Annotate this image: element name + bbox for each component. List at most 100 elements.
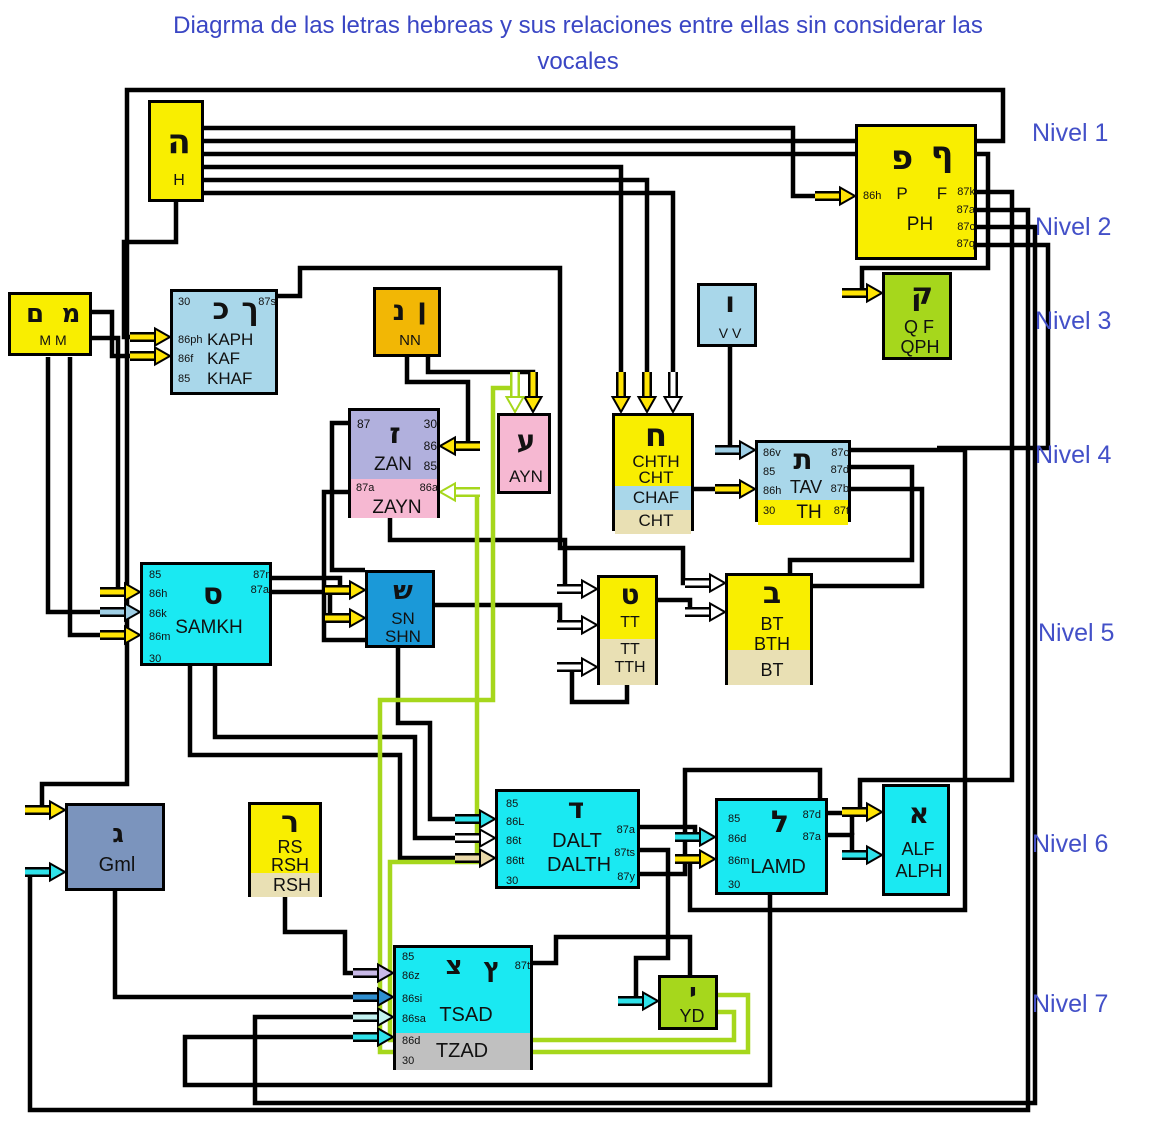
box-label: 86v — [763, 447, 781, 459]
level-label: Nivel 6 — [1032, 830, 1109, 858]
box-label: 86m — [149, 631, 171, 643]
hebrew-letter: ך — [241, 292, 259, 327]
arrow-head — [377, 1026, 396, 1048]
hebrew-letter: ו — [725, 286, 735, 319]
box-label: ALF — [901, 839, 935, 859]
box-label: 86h — [763, 485, 782, 497]
box-label: SAMKH — [175, 617, 243, 638]
hebrew-letter: ל — [770, 805, 790, 840]
box-section — [396, 1033, 530, 1070]
page-title: Diagrma de las letras hebreas y sus rela… — [0, 8, 1156, 80]
arrow-head — [866, 282, 885, 304]
connector — [329, 420, 365, 573]
connector — [533, 934, 693, 975]
arrow-head — [522, 396, 544, 415]
hebrew-letter: ר — [280, 805, 300, 840]
title-line-2: vocales — [537, 48, 619, 75]
connector — [727, 347, 740, 453]
box-label: LAMD — [750, 856, 806, 878]
box-label: CHTH — [632, 452, 680, 471]
hebrew-letter: כ — [212, 292, 230, 327]
box-label: KAF — [207, 349, 241, 368]
connector — [282, 897, 378, 976]
hebrew-letter: מ — [61, 299, 81, 329]
connector — [182, 895, 773, 1088]
arrow-head — [377, 962, 396, 984]
box-label: QPH — [900, 337, 940, 357]
box-label: 86h — [863, 190, 882, 202]
connector — [92, 335, 126, 595]
level-label: Nivel 7 — [1032, 990, 1109, 1018]
arrow-head — [839, 185, 858, 207]
box-label: Q F — [904, 317, 934, 337]
box-label: 86h — [149, 588, 168, 600]
box-label: RSH — [272, 875, 312, 895]
connector — [212, 666, 480, 841]
box-label: 30 — [149, 653, 162, 665]
box-label: 87q — [956, 238, 975, 250]
box-label: 87a — [356, 482, 375, 494]
box-section — [351, 479, 437, 518]
box-label: DALT — [552, 830, 602, 852]
box-label: 86sa — [402, 1013, 426, 1025]
box-label: 86z — [402, 970, 420, 982]
box-section — [615, 510, 691, 534]
arrow-head — [739, 478, 758, 500]
arrow-head — [581, 578, 600, 600]
hebrew-letter: א — [908, 797, 930, 830]
hebrew-letter: נ — [392, 294, 406, 327]
hebrew-letter: ס — [202, 577, 224, 612]
box-label: CHAF — [632, 488, 680, 507]
box-label: 30 — [423, 417, 437, 431]
arrow-head — [709, 601, 728, 623]
arrow-head — [709, 572, 728, 594]
box-label: 87y — [617, 871, 635, 883]
box-label: 87a — [956, 204, 975, 216]
box-label: 87a — [802, 831, 821, 843]
box-label: 87d — [802, 809, 821, 821]
arrow-head — [479, 808, 498, 830]
box-label: 86 — [423, 439, 437, 453]
hebrew-letter: ם — [25, 299, 45, 329]
arrow-head — [437, 435, 456, 457]
hebrew-letter: ץ — [483, 953, 501, 983]
hebrew-letter: ב — [762, 576, 782, 611]
arrow-head — [49, 799, 68, 821]
connector — [813, 486, 925, 589]
box-label: 87k — [957, 186, 975, 198]
connector — [395, 648, 480, 822]
box-section — [615, 486, 691, 510]
arrow-head — [154, 345, 173, 367]
arrow-head — [124, 624, 143, 646]
box-label: 87a — [616, 824, 635, 836]
connector — [787, 464, 915, 573]
box-label: 85 — [149, 569, 162, 581]
level-label: Nivel 5 — [1038, 619, 1115, 647]
arrow-head — [504, 396, 526, 415]
box-label: 87b — [830, 483, 849, 495]
arrow-head — [49, 861, 68, 883]
box-label: 87t — [514, 960, 530, 972]
arrow-head — [154, 326, 173, 348]
arrow-head — [377, 986, 396, 1008]
box-label: 86d — [402, 1035, 421, 1047]
connector — [204, 190, 676, 398]
box-label: 87t — [833, 505, 849, 517]
box-label: BT — [760, 660, 784, 680]
connector — [377, 385, 751, 1055]
box-label: BTH — [754, 634, 790, 654]
box-label: M M — [39, 332, 67, 348]
